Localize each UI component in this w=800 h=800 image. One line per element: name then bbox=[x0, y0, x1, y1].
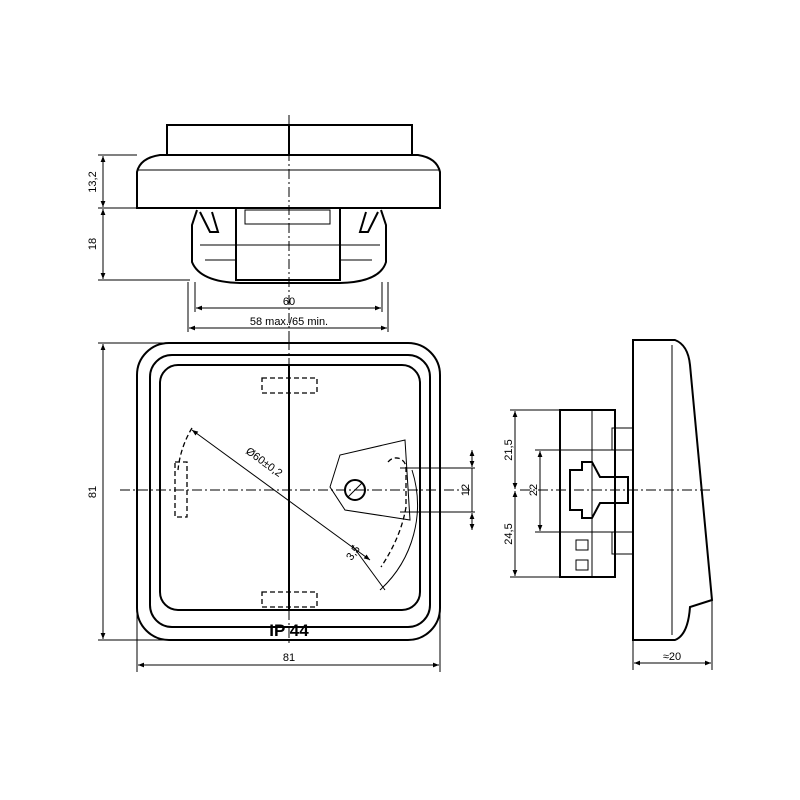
dim-lower: 24,5 bbox=[503, 523, 515, 544]
front-view: Ø60±0,2 3,5 12 IP 44 81 81 bbox=[87, 340, 475, 672]
dim-hole-circle: Ø60±0,2 bbox=[243, 445, 284, 479]
top-view: 13,2 18 60 58 max./65 min. bbox=[87, 115, 441, 340]
side-view: 21,5 22 24,5 ≈20 bbox=[503, 339, 714, 670]
mechanism-body bbox=[191, 209, 387, 284]
dim-height: 81 bbox=[87, 486, 99, 498]
ip-rating-label: IP 44 bbox=[269, 621, 309, 640]
dim-depth: ≈20 bbox=[663, 651, 681, 663]
side-plate bbox=[632, 339, 714, 641]
dim-slot-width: 3,5 bbox=[344, 544, 363, 563]
dim-slot-height: 12 bbox=[460, 484, 472, 496]
side-mechanism bbox=[559, 409, 616, 578]
dim-box-range: 58 max./65 min. bbox=[250, 316, 328, 328]
dim-middle: 22 bbox=[528, 484, 540, 496]
dim-cover-height: 13,2 bbox=[87, 171, 99, 192]
dim-insert-depth: 18 bbox=[87, 238, 99, 250]
dim-width: 81 bbox=[283, 652, 295, 664]
cover-plate bbox=[136, 154, 441, 209]
terminal-block bbox=[329, 439, 411, 521]
dim-upper: 21,5 bbox=[503, 439, 515, 460]
dim-width: 60 bbox=[283, 296, 295, 308]
